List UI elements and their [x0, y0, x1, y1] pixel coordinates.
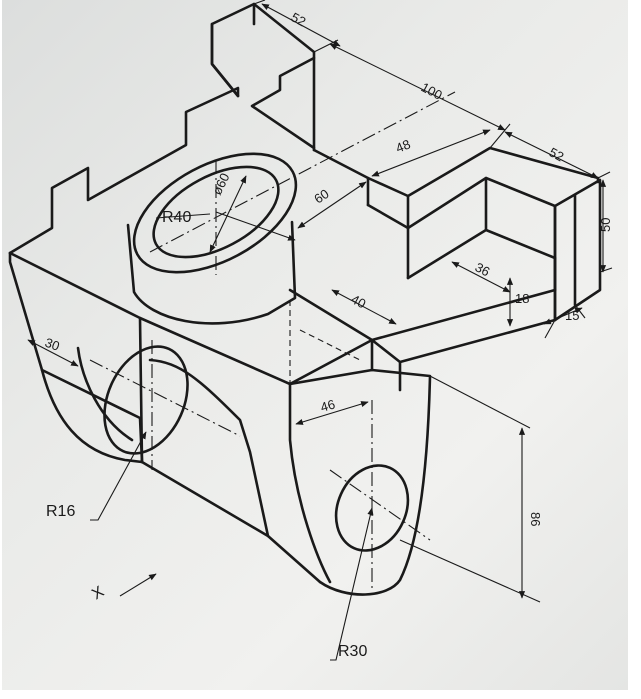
left-lug-back: [148, 358, 270, 538]
r40-arrow: [215, 211, 296, 241]
ledge-bottom: [398, 318, 557, 364]
dim-46: 46: [319, 396, 337, 414]
left-lug-hole: [103, 345, 189, 455]
dim-36: 36: [473, 259, 493, 279]
back-wall-face: [210, 22, 240, 98]
dim-86: 86: [528, 512, 543, 526]
step-top-a: [366, 203, 410, 230]
dim-52-right: 52: [547, 144, 567, 164]
label-r16: R16: [46, 503, 75, 520]
dim-15-line: [543, 307, 583, 325]
dim-50: 50: [598, 218, 613, 232]
dim-36-line: [451, 261, 511, 293]
dim-48-line: [371, 129, 491, 177]
dim-15: 15: [565, 308, 579, 323]
dim-60: 60: [311, 186, 331, 207]
ledge-front: [370, 338, 402, 392]
dim-100: 100: [419, 79, 445, 102]
left-hole-axis-h: [89, 359, 241, 437]
step-top-b: [406, 176, 557, 230]
dim-18: 18: [515, 291, 529, 306]
dim-60-line: [297, 181, 367, 229]
label-r30: R30: [338, 643, 367, 660]
view-x-arrow: [119, 573, 157, 597]
dim-52-top: 52: [289, 9, 309, 29]
dim-52-top-line: [261, 3, 341, 47]
dim-48: 48: [394, 136, 413, 155]
left-outer-edge: [8, 251, 322, 584]
left-lug-inner: [76, 346, 134, 442]
r30-leader: [330, 507, 374, 661]
ext-line: [429, 375, 531, 429]
dim-40: 40: [349, 291, 369, 311]
label-r40: R40: [162, 209, 191, 226]
ext-line: [313, 39, 339, 53]
ext-line: [599, 267, 613, 273]
ext-line: [544, 319, 556, 339]
ext-line: [574, 304, 586, 319]
front-lug-top: [288, 368, 374, 386]
dim-52-right-line: [504, 131, 599, 179]
r40-leader: [155, 213, 211, 219]
ext-line: [399, 539, 541, 603]
pocket-floor-back: [406, 228, 557, 280]
dimension-texts: 52 100 48 52 50 60 36 18 15 40 46 86 30 …: [43, 9, 613, 526]
dim-30-line: [27, 339, 79, 367]
dim-46-line: [295, 401, 369, 425]
labels: R40 R16 R30 X: [46, 209, 367, 660]
lug-holes: [103, 345, 410, 552]
dim-phi60-line: [209, 175, 247, 253]
front-lug-right: [318, 368, 432, 596]
dim-100-line: [329, 43, 506, 131]
boss-centerline-a: [149, 91, 456, 253]
ext-line: [597, 171, 611, 179]
dim-30: 30: [43, 335, 62, 354]
left-lug-curve: [40, 368, 144, 464]
front-hole-axis-h: [329, 469, 431, 541]
front-top-edge: [8, 251, 374, 386]
right-block-face: [553, 178, 602, 322]
dim-40-line: [331, 289, 397, 325]
boss-top-outer: [132, 152, 298, 274]
hidden-line-b: [299, 329, 361, 361]
r16-leader: [90, 431, 147, 521]
front-lug-left: [288, 382, 332, 584]
part-outline: [8, 2, 602, 596]
ext-line: [253, 0, 266, 5]
front-lug-hole: [334, 464, 410, 552]
label-view-x: X: [89, 583, 107, 603]
dimension-lines: [27, 0, 613, 661]
ext-line: [489, 123, 511, 149]
boss-cylinder-side: [126, 220, 297, 325]
